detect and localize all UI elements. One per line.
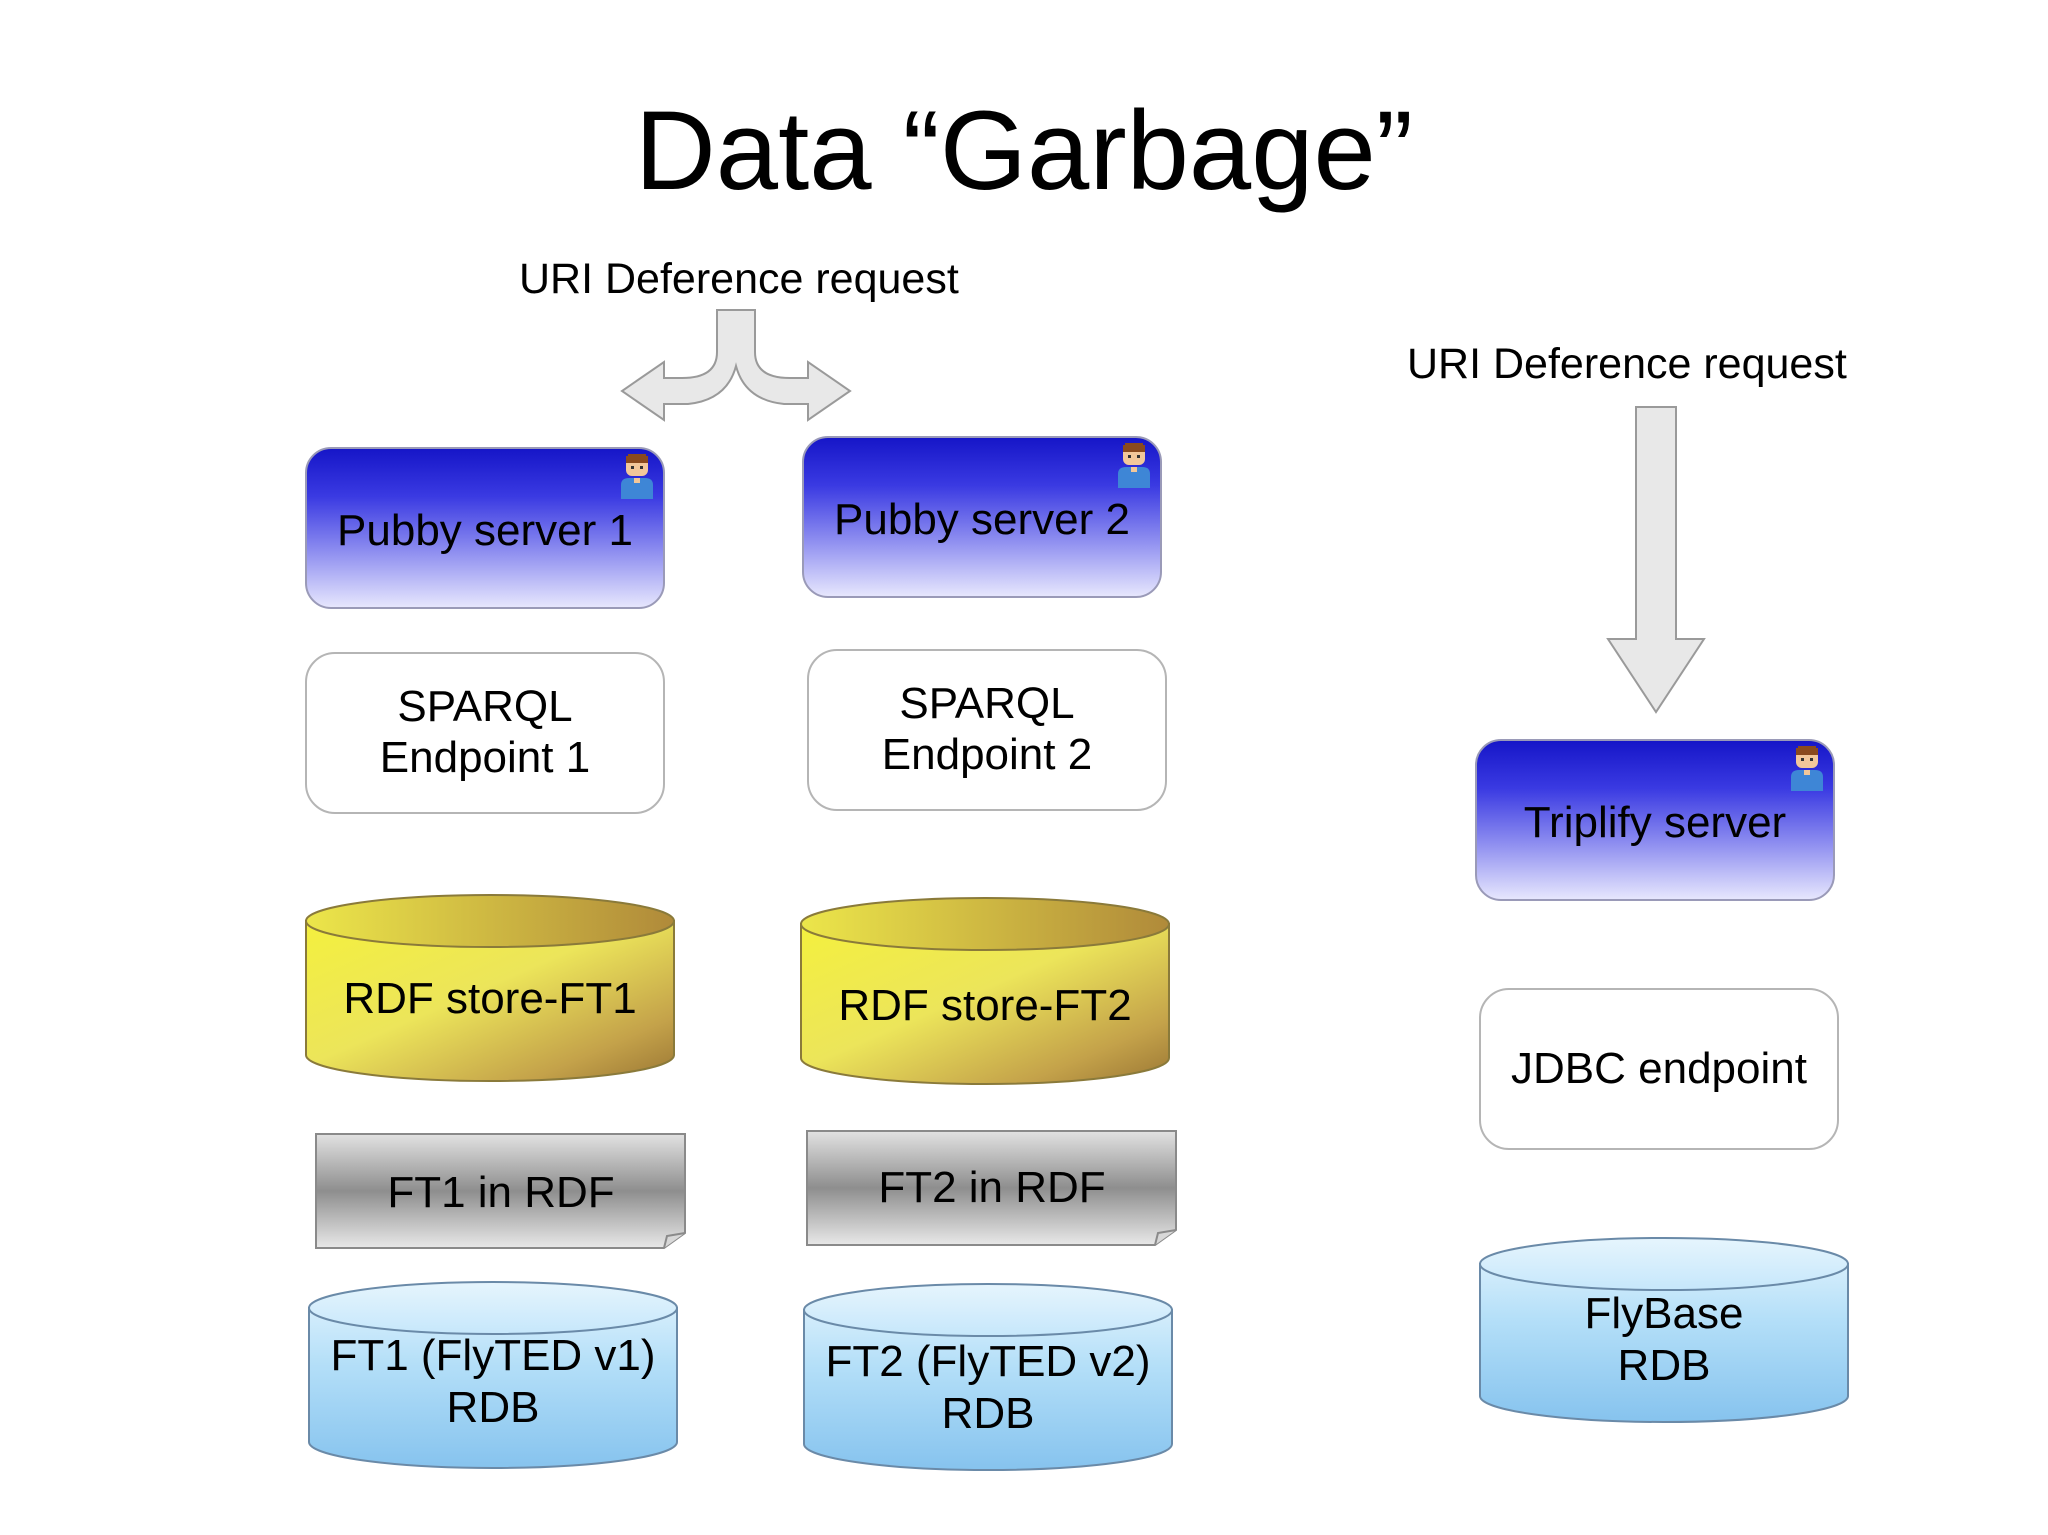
ft2-rdf-document-label: FT2 in RDF: [878, 1163, 1106, 1212]
pubby-server-1: Pubby server 1: [305, 447, 665, 609]
triplify-server-label: Triplify server: [1523, 798, 1787, 847]
triplify-server: Triplify server: [1475, 739, 1835, 901]
flybase-rdb: FlyBase RDB: [1478, 1236, 1850, 1426]
right-request-caption: URI Deference request: [1407, 340, 1847, 388]
page-title: Data “Garbage”: [634, 88, 1414, 213]
rdf-store-ft1-label: RDF store-FT1: [343, 974, 637, 1023]
ft2-rdb: FT2 (FlyTED v2) RDB: [802, 1282, 1174, 1478]
ft1-rdb-label: FT1 (FlyTED v1) RDB: [307, 1330, 679, 1434]
pubby-server-2: Pubby server 2: [802, 436, 1162, 598]
sparql-endpoint-2-line2: Endpoint 2: [881, 730, 1093, 779]
ft2-rdf-document-shape: [806, 1130, 1177, 1246]
flybase-rdb-cylinder: [1479, 1237, 1849, 1423]
ft2-rdf-document: FT2 in RDF: [806, 1130, 1178, 1246]
ft1-rdf-document-shape: [315, 1133, 686, 1249]
person-icon: [1112, 440, 1156, 490]
jdbc-endpoint: JDBC endpoint: [1479, 988, 1839, 1150]
ft2-rdb-line2: RDB: [941, 1388, 1035, 1438]
person-icon: [1785, 743, 1829, 793]
flybase-rdb-line2: RDB: [1617, 1340, 1711, 1390]
pubby-server-2-label: Pubby server 2: [834, 495, 1130, 544]
ft1-rdf-document: FT1 in RDF: [315, 1133, 687, 1249]
split-arrow-icon: [620, 309, 852, 422]
pubby-server-1-label: Pubby server 1: [337, 506, 633, 555]
left-request-caption: URI Deference request: [519, 255, 959, 303]
sparql-endpoint-1-line1: SPARQL: [397, 682, 573, 732]
down-arrow-icon: [1606, 406, 1706, 714]
ft1-rdb: FT1 (FlyTED v1) RDB: [307, 1280, 679, 1472]
flybase-rdb-line1: FlyBase: [1584, 1289, 1744, 1338]
ft2-rdb-line1: FT2 (FlyTED v2): [825, 1337, 1151, 1386]
rdf-store-ft2: RDF store-FT2: [799, 896, 1171, 1092]
ft1-rdb-line2: RDB: [446, 1382, 540, 1432]
sparql-endpoint-2-line1: SPARQL: [899, 679, 1075, 729]
rdf-store-ft1: RDF store-FT1: [304, 893, 676, 1089]
ft1-rdb-line1: FT1 (FlyTED v1): [330, 1331, 656, 1380]
flybase-rdb-label: FlyBase RDB: [1478, 1288, 1850, 1392]
rdf-store-ft1-cylinder: [305, 894, 675, 1082]
rdf-store-ft2-label: RDF store-FT2: [838, 981, 1132, 1030]
ft1-rdf-document-label: FT1 in RDF: [387, 1168, 615, 1217]
ft1-rdb-cylinder: [308, 1281, 678, 1469]
rdf-store-ft2-cylinder: [800, 897, 1170, 1085]
jdbc-endpoint-label: JDBC endpoint: [1511, 1043, 1807, 1093]
ft2-rdb-cylinder: [803, 1283, 1173, 1471]
person-icon: [615, 451, 659, 501]
ft2-rdb-label: FT2 (FlyTED v2) RDB: [802, 1336, 1174, 1440]
sparql-endpoint-1-line2: Endpoint 1: [379, 733, 591, 782]
